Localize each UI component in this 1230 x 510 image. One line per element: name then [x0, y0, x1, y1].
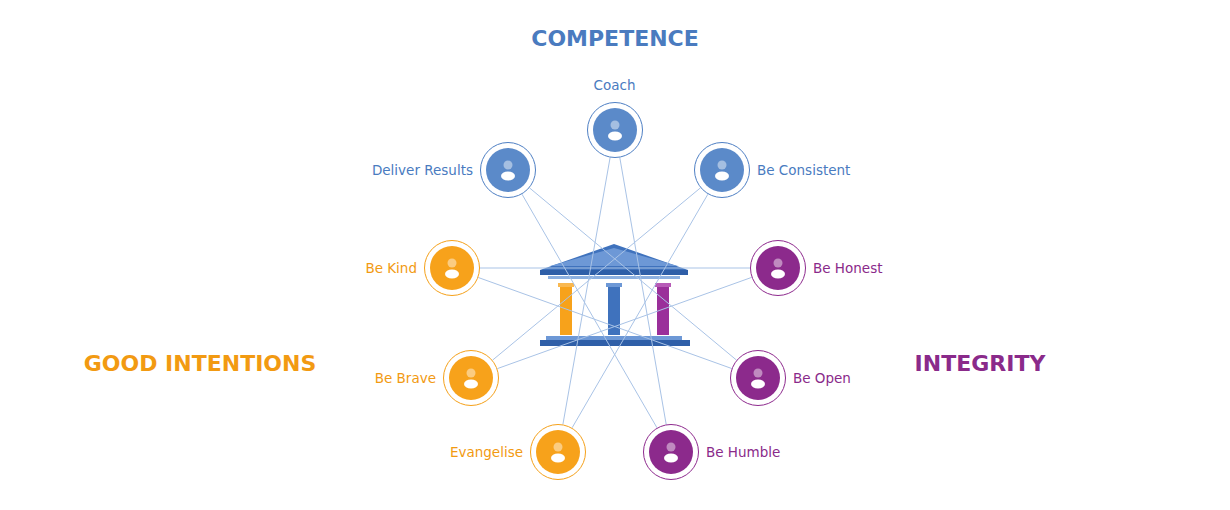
circle-fill	[736, 356, 780, 400]
person-icon	[593, 108, 637, 152]
value-label: Be Honest	[813, 260, 882, 276]
connector-line	[572, 194, 708, 428]
value-label: Coach	[594, 77, 636, 93]
value-label: Be Humble	[706, 444, 780, 460]
person-icon	[536, 430, 580, 474]
connector-line	[620, 158, 666, 425]
value-circle: Be Kind	[424, 240, 480, 296]
person-icon	[700, 148, 744, 192]
circle-fill	[649, 430, 693, 474]
circle-fill	[536, 430, 580, 474]
circle-fill	[593, 108, 637, 152]
group-heading: COMPETENCE	[531, 26, 699, 51]
circle-fill	[486, 148, 530, 192]
connector-line	[563, 158, 610, 425]
value-label: Deliver Results	[372, 162, 473, 178]
temple-entablature	[540, 270, 688, 275]
circle-fill	[700, 148, 744, 192]
person-icon	[449, 356, 493, 400]
person-icon	[736, 356, 780, 400]
value-label: Be Consistent	[757, 162, 850, 178]
orange-pillar-cap	[558, 283, 574, 287]
value-circle: Deliver Results	[480, 142, 536, 198]
person-icon	[430, 246, 474, 290]
person-icon	[486, 148, 530, 192]
circle-fill	[756, 246, 800, 290]
temple-step	[546, 336, 682, 340]
group-heading: GOOD INTENTIONS	[84, 351, 317, 376]
value-circle: Be Humble	[643, 424, 699, 480]
circle-fill	[430, 246, 474, 290]
connector-line	[478, 278, 731, 369]
connector-line	[522, 194, 657, 428]
value-circle: Be Honest	[750, 240, 806, 296]
connector-line	[493, 188, 701, 360]
connector-line	[480, 268, 750, 269]
group-heading: INTEGRITY	[915, 351, 1046, 376]
value-label: Be Kind	[365, 260, 417, 276]
value-circle: Be Consistent	[694, 142, 750, 198]
temple-roof-inner	[550, 248, 678, 266]
value-circle: Be Brave	[443, 350, 499, 406]
person-icon	[756, 246, 800, 290]
person-icon	[649, 430, 693, 474]
blue-pillar-cap	[606, 283, 622, 287]
connector-line	[497, 277, 751, 368]
connector-line	[530, 188, 737, 360]
value-label: Evangelise	[450, 444, 523, 460]
value-circle: Be Open	[730, 350, 786, 406]
value-circle: Coach	[587, 102, 643, 158]
value-circle: Evangelise	[530, 424, 586, 480]
value-label: Be Brave	[375, 370, 436, 386]
value-label: Be Open	[793, 370, 851, 386]
circle-fill	[449, 356, 493, 400]
purple-pillar-cap	[655, 283, 671, 287]
